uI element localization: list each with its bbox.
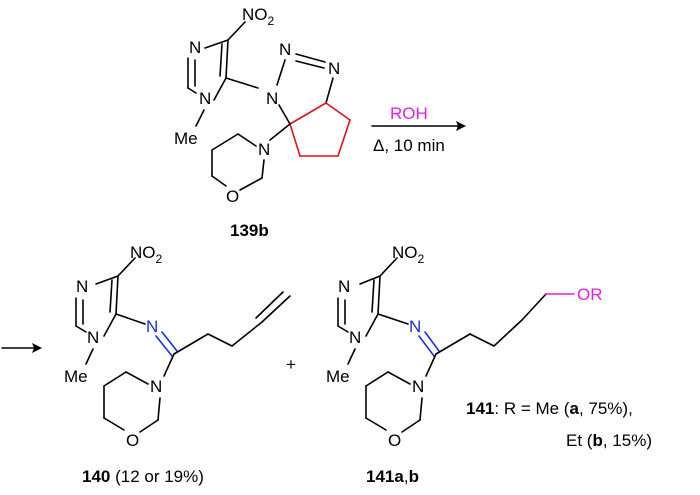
atom-n-methyl: N <box>349 328 361 347</box>
legend-141-a-yield: , 75%), <box>579 399 633 418</box>
nitro-label: NO <box>392 243 418 262</box>
svg-text:Et (b, 15%): Et (b, 15%) <box>566 431 652 450</box>
legend-141-a: a <box>569 399 579 418</box>
compound-label-141-num: 141 <box>366 467 394 486</box>
svg-text:141: R = Me (a, 75%),: 141: R = Me (a, 75%), <box>466 399 633 418</box>
legend-141: 141: R = Me (a, 75%), Et (b, 15%) <box>466 399 652 450</box>
svg-text:NO2: NO2 <box>130 243 163 266</box>
atom-n-methyl: N <box>87 328 99 347</box>
legend-141-b-yield: , 15%) <box>603 431 652 450</box>
atom-n-methyl: N <box>199 89 211 108</box>
atom-n-imidazole: N <box>76 277 88 296</box>
atom-n-morpholine: N <box>412 377 424 396</box>
reaction-arrow: ROH Δ, 10 min <box>371 104 466 155</box>
reagent-label: ROH <box>390 104 428 123</box>
atom-n-imidazole: N <box>338 277 350 296</box>
compound-label-139b: 139b <box>230 221 269 240</box>
atom-n-morpholine: N <box>150 377 162 396</box>
svg-text:NO2: NO2 <box>392 243 425 266</box>
atom-n-imine: N <box>409 317 421 336</box>
atom-o-morpholine: O <box>226 187 239 206</box>
svg-text:NO2: NO2 <box>242 5 275 28</box>
atom-n3-triazoline: N <box>328 59 340 78</box>
methyl-label: Me <box>174 129 198 148</box>
svg-text:141a,b: 141a,b <box>366 467 419 486</box>
conditions-label: Δ, 10 min <box>373 136 445 155</box>
atom-o-morpholine: O <box>388 431 401 450</box>
nitro-subscript: 2 <box>156 252 163 266</box>
atom-n2-triazoline: N <box>279 40 291 59</box>
nitro-label: NO <box>242 5 268 24</box>
legend-141-num: 141 <box>466 399 494 418</box>
compound-label-141-sep: , <box>404 467 409 486</box>
methyl-label: Me <box>326 367 350 386</box>
nitro-label: NO <box>130 243 156 262</box>
atom-n1-triazoline: N <box>266 89 278 108</box>
compound-141: N N NO2 Me N OR N O 141a,b <box>326 243 603 486</box>
compound-label-141-a: a <box>394 467 404 486</box>
atom-n-imidazole: N <box>189 38 201 57</box>
nitro-subscript: 2 <box>418 252 425 266</box>
legend-141-b: b <box>592 431 602 450</box>
atom-n-imine: N <box>146 317 158 336</box>
compound-140: N N NO2 Me N N O 140 (12 or 19%) <box>64 243 291 486</box>
plus-sign: + <box>286 355 296 374</box>
legend-141-line2-prefix: Et ( <box>566 431 593 450</box>
yield-140: (12 or 19%) <box>110 467 204 486</box>
continuation-arrow <box>1 343 42 353</box>
legend-141-prefix: : R = Me ( <box>494 399 569 418</box>
nitro-subscript: 2 <box>268 14 275 28</box>
ether-label: OR <box>577 285 603 304</box>
svg-text:140 (12 or 19%): 140 (12 or 19%) <box>82 467 204 486</box>
compound-label-140: 140 <box>82 467 110 486</box>
methyl-label: Me <box>64 367 88 386</box>
compound-label-141-b: b <box>409 467 419 486</box>
compound-139b: NO2 N N Me N N N N O 139b <box>174 5 351 240</box>
atom-o-morpholine: O <box>126 431 139 450</box>
atom-n-morpholine: N <box>258 140 270 159</box>
